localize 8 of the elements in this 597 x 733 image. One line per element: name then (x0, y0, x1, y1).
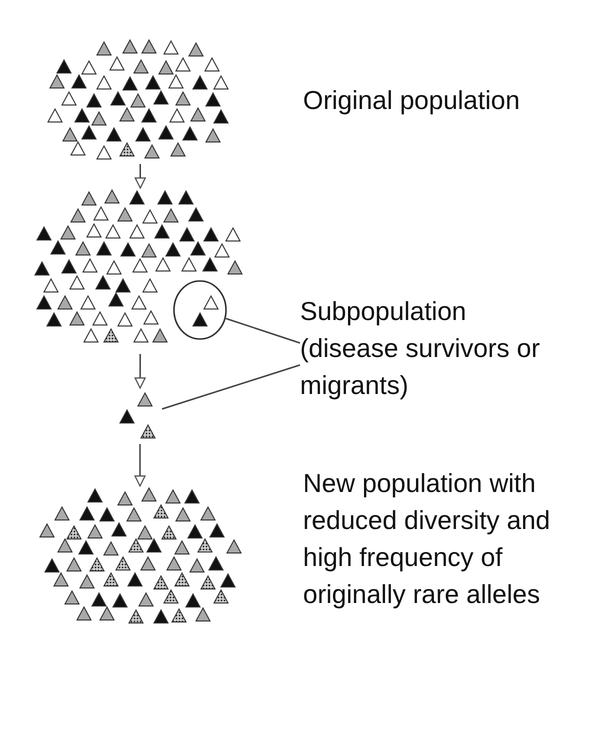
caption-text: New population with reduced diversity and high frequency of originally rare alleles (303, 467, 552, 611)
leader-line (226, 318, 300, 344)
down-arrow (134, 164, 146, 189)
caption-text: Original population (303, 84, 521, 117)
caption-text: Subpopulation (disease survivors or migrants) (300, 295, 541, 402)
down-arrow (134, 354, 146, 389)
leader-line (162, 364, 300, 410)
down-arrow (134, 444, 146, 487)
